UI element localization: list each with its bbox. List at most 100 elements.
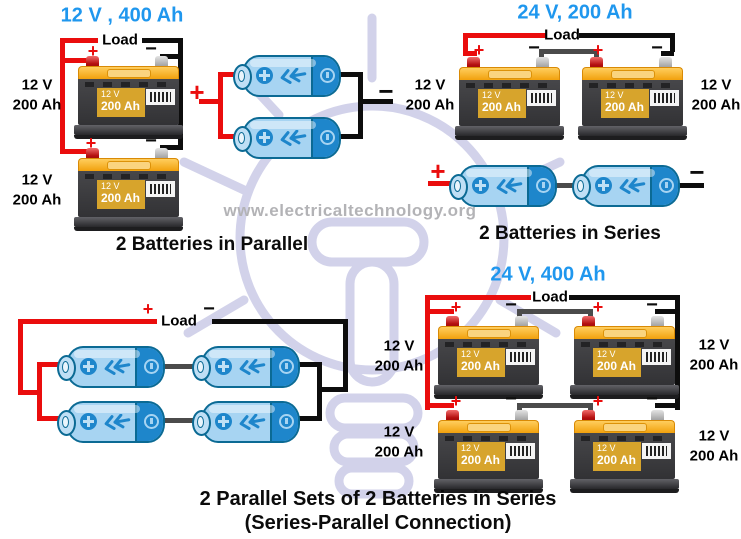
battery-body: 12 V 200 Ah [582,80,683,126]
battery-print-voltage: 12 V [461,349,480,359]
battery-print-capacity: 200 Ah [101,190,140,205]
plus-circle-icon [215,413,232,430]
wire-black [361,99,393,104]
heading-series-total: 24 V, 200 Ah [517,1,633,24]
battery-body: 12 V 200 Ah [574,339,675,385]
wire-black [296,416,320,421]
charge-arrows-icon [239,359,266,375]
battery-print-label: 12 V 200 Ah [593,442,641,471]
cylindrical-cell [57,401,165,443]
cell-highlight [466,169,532,177]
cell-body [581,165,680,207]
battery-foot [434,489,543,493]
cell-highlight [209,350,275,358]
car-battery: 12 V 200 Ah [74,147,183,231]
battery-print-label: 12 V 200 Ah [478,89,526,118]
wire-red [428,181,452,186]
battery-handle [611,70,655,79]
wire-red [463,33,468,54]
wire-black [358,72,363,139]
plus-circle-icon [256,129,273,146]
plus-sign: + [592,297,604,317]
wire-link [553,183,575,188]
battery-foot [74,227,183,231]
plus-circle-icon [80,413,97,430]
battery-body: 12 V 200 Ah [78,171,179,217]
battery-body: 12 V 200 Ah [574,433,675,479]
site-watermark: www.electricaltechnology.org [223,201,477,220]
cell-highlight [74,405,140,413]
battery-handle [603,329,647,338]
wire-link [539,49,544,59]
barcode [642,349,671,365]
battery-base [570,385,679,395]
wire-black [569,295,680,300]
plus-sign: + [142,299,154,319]
plus-sign: + [189,77,205,107]
negative-terminal [515,316,528,329]
wire-link [594,49,599,59]
caption-series-parallel-line1: 2 Parallel Sets of 2 Batteries in Series [199,488,557,510]
car-battery: 12 V 200 Ah [434,409,543,493]
cylindrical-cell [572,165,680,207]
wire-red [18,319,23,395]
battery-print-capacity: 200 Ah [482,99,521,114]
battery-foot [434,395,543,399]
wire-red [199,99,221,104]
wire-black [296,362,320,367]
wire-black [317,362,322,421]
minus-sign: − [528,37,540,59]
wire-red [463,51,477,56]
battery-print-voltage: 12 V [101,89,120,99]
car-battery: 12 V 200 Ah [570,409,679,493]
wire-link [517,403,522,412]
minus-sign: − [145,130,157,152]
battery-foot [74,135,183,139]
battery-print-label: 12 V 200 Ah [97,88,145,117]
barcode [146,89,175,105]
minus-sign: − [689,157,705,187]
cell-positive-nub [192,355,211,381]
caption-series-parallel: 2 Parallel Sets of 2 Batteries in Series… [200,487,557,535]
battery-base [74,217,183,227]
wire-black [338,72,360,77]
load-label-series-parallel: Load [532,288,568,306]
cell-body [201,401,300,443]
wire-black [655,309,677,314]
battery-vents [581,342,668,347]
battery-vents [466,83,553,88]
cell-positive-nub [57,355,76,381]
wire-red [218,72,223,139]
wire-red [428,403,454,408]
negative-terminal [651,316,664,329]
wire-black [322,387,346,392]
cell-positive-nub [449,174,468,200]
positive-terminal [446,410,459,423]
caption-parallel: 2 Batteries in Parallel [115,234,309,255]
wire-red [37,362,42,421]
battery-body: 12 V 200 Ah [438,339,539,385]
wire-red [60,58,90,63]
battery-print-capacity: 200 Ah [597,452,636,467]
cell-body [66,346,165,388]
wire-black [343,319,348,392]
battery-vents [445,342,532,347]
wire-black [160,54,183,59]
plus-sign: + [473,40,485,60]
wire-red [40,416,59,421]
wire-link [517,309,593,314]
wire-black [675,295,680,410]
positive-terminal [467,57,480,70]
negative-terminal [536,57,549,70]
heading-series-parallel-total: 24 V, 400 Ah [490,263,606,286]
power-circle-icon [320,68,335,83]
battery-print-label: 12 V 200 Ah [601,89,649,118]
barcode [650,90,679,106]
barcode [506,443,535,459]
cylindrical-cell [233,117,341,159]
battery-vents [85,82,172,87]
